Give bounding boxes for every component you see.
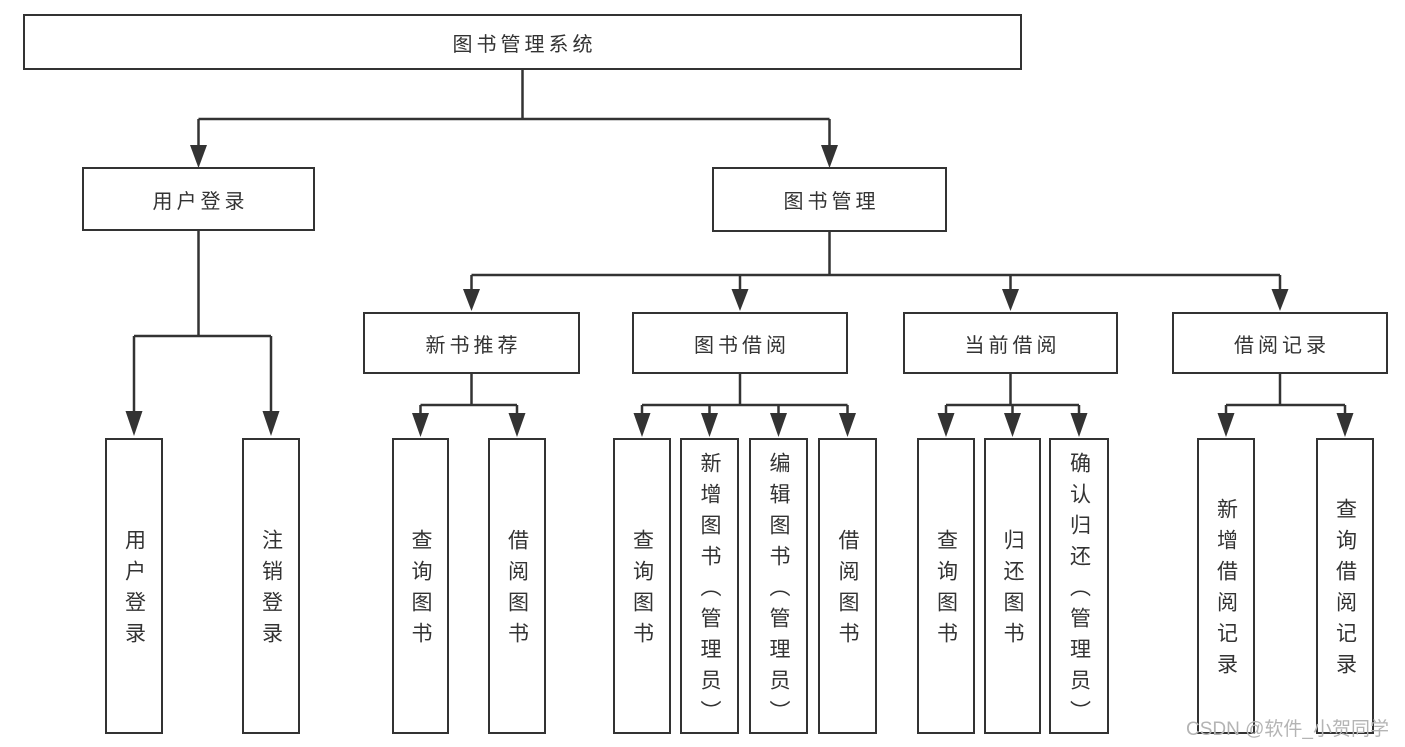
connector-records-to-leaves — [1217, 374, 1354, 437]
leaf-newbook-borrow: 借阅图书 — [488, 438, 546, 734]
leaf-user-login: 用户登录 — [105, 438, 163, 734]
leaf-record-add: 新增借阅记录 — [1197, 438, 1255, 734]
node-book-borrow: 图书借阅 — [632, 312, 848, 374]
node-book-borrow-label: 图书借阅 — [694, 334, 790, 357]
node-book-management-label: 图书管理 — [783, 191, 880, 213]
leaf-newbook-borrow-label: 借阅图书 — [505, 529, 529, 653]
connector-current-to-leaves — [937, 372, 1088, 437]
leaf-current-return-label: 归还图书 — [1001, 529, 1024, 653]
connector-userlogin-to-leaves — [125, 229, 280, 436]
leaf-borrow-edit-admin: 编辑图书（管理员） — [749, 438, 808, 734]
node-new-book-recommend-label: 新书推荐 — [425, 334, 522, 357]
leaf-borrow-add-admin-label: 新增图书（管理员） — [698, 451, 721, 731]
leaf-current-query-label: 查询图书 — [934, 529, 958, 653]
node-current-borrow: 当前借阅 — [903, 312, 1118, 374]
node-current-borrow-label: 当前借阅 — [964, 334, 1061, 357]
connector-newbook-to-leaves — [412, 372, 526, 437]
leaf-borrow-borrow: 借阅图书 — [818, 438, 877, 734]
node-new-book-recommend: 新书推荐 — [363, 312, 580, 374]
node-root-label: 图书管理系统 — [452, 33, 597, 56]
leaf-borrow-query: 查询图书 — [613, 438, 671, 734]
leaf-current-confirm-admin-label: 确认归还（管理员） — [1067, 451, 1091, 731]
leaf-borrow-edit-admin-label: 编辑图书（管理员） — [767, 451, 790, 731]
csdn-watermark: CSDN @软件_小贺同学 — [1186, 719, 1389, 740]
leaf-newbook-query: 查询图书 — [392, 438, 449, 734]
leaf-borrow-query-label: 查询图书 — [630, 529, 654, 653]
node-borrow-records: 借阅记录 — [1172, 312, 1388, 374]
leaf-record-query-label: 查询借阅记录 — [1333, 498, 1357, 684]
connector-borrow-to-leaves — [633, 372, 856, 437]
leaf-record-query: 查询借阅记录 — [1316, 438, 1374, 734]
node-user-login-label: 用户登录 — [152, 190, 249, 213]
connector-root-to-level2 — [190, 68, 838, 168]
node-user-login: 用户登录 — [82, 167, 315, 231]
leaf-borrow-borrow-label: 借阅图书 — [836, 529, 859, 653]
leaf-newbook-query-label: 查询图书 — [409, 529, 432, 653]
leaf-user-login-label: 用户登录 — [122, 529, 146, 653]
node-root: 图书管理系统 — [23, 14, 1022, 70]
leaf-current-confirm-admin: 确认归还（管理员） — [1049, 438, 1109, 734]
leaf-current-return: 归还图书 — [984, 438, 1041, 734]
leaf-current-query: 查询图书 — [917, 438, 975, 734]
leaf-record-add-label: 新增借阅记录 — [1214, 498, 1238, 684]
connector-bookmgmt-to-level3 — [463, 230, 1289, 311]
leaf-borrow-add-admin: 新增图书（管理员） — [680, 438, 739, 734]
leaf-user-logout-label: 注销登录 — [259, 529, 283, 653]
node-borrow-records-label: 借阅记录 — [1234, 334, 1330, 357]
leaf-user-logout: 注销登录 — [242, 438, 300, 734]
node-book-management: 图书管理 — [712, 167, 947, 232]
